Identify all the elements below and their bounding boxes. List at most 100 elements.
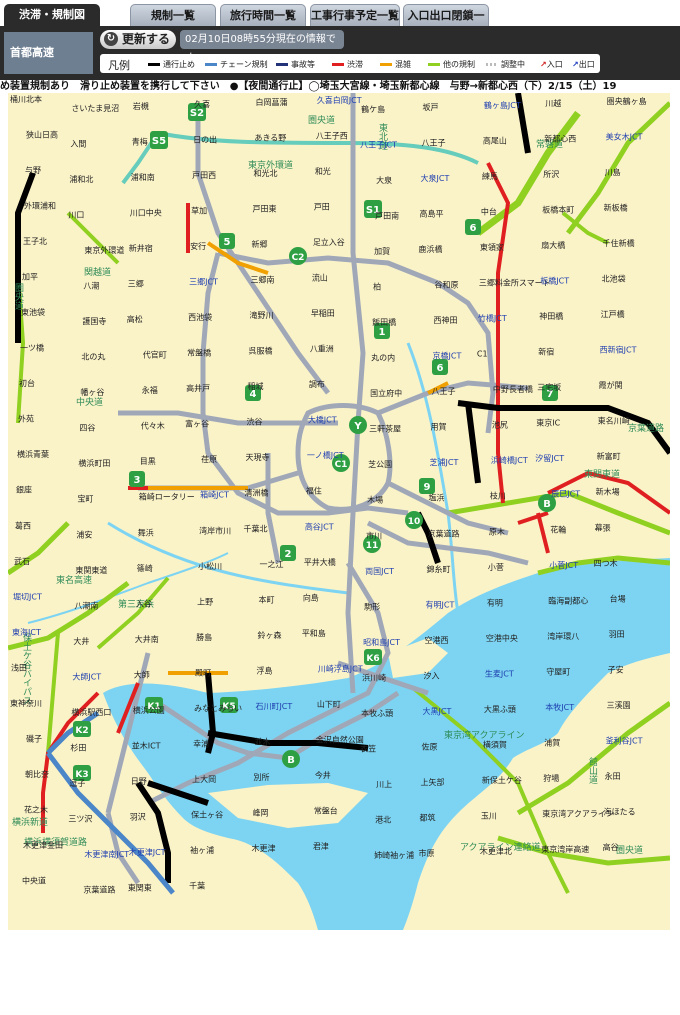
place-label: 千葉北 (243, 523, 267, 533)
place-label: 常盤台 (314, 805, 338, 815)
tab-construction-schedule[interactable]: 工事行事予定一覧 (310, 4, 400, 26)
route-badges: S2 S5 S1 5 C2 6 1 4 6 7 3 Y C1 9 10 B 2 … (73, 103, 558, 781)
route-badge[interactable]: 11 (363, 535, 381, 553)
place-label: 木更津南JCT (84, 849, 129, 859)
place-label: 峰岡 (252, 807, 268, 817)
place-label: 小松川 (198, 561, 222, 571)
route-badge[interactable]: S5 (150, 131, 168, 149)
line-label: 圏央道 (616, 844, 643, 856)
place-label: 東池袋 (21, 307, 45, 317)
route-badge[interactable]: K2 (73, 721, 91, 737)
place-label: 圏央鶴ヶ島 (607, 96, 647, 106)
place-label: 上大岡 (192, 774, 216, 784)
place-label: 木更津 (251, 843, 275, 853)
place-label: 平和島 (302, 628, 326, 638)
region-selector[interactable]: 首都高速 (4, 32, 93, 74)
place-label: 台場 (610, 593, 626, 603)
place-label: 調布 (309, 379, 325, 389)
place-label: 四谷 (79, 424, 95, 433)
tab-regulation-list[interactable]: 規制一覧 (130, 4, 216, 26)
place-label: 横浜公園 (133, 705, 165, 715)
place-label: 八重洲 (310, 344, 334, 354)
place-label: 殿町 (195, 668, 211, 677)
place-label: 大黒JCT (423, 706, 452, 716)
route-badge[interactable]: C1 (332, 454, 350, 472)
place-label: 浜崎橋JCT (491, 455, 528, 465)
legend-accident: 事故等 (276, 59, 315, 70)
place-label: 浦和北 (69, 174, 93, 184)
route-badge[interactable]: 4 (245, 385, 261, 401)
route-badge[interactable]: C2 (289, 247, 307, 265)
place-label: 大黒ふ頭 (484, 704, 516, 714)
route-badge[interactable]: 7 (542, 385, 558, 401)
place-label: 鹿浜橋 (419, 244, 443, 254)
place-label: 三郷 (128, 280, 144, 289)
route-badge[interactable]: S2 (188, 103, 206, 121)
line-label: 第三京浜 (118, 598, 154, 610)
route-badge[interactable]: 6 (432, 359, 448, 375)
place-label: 花輪 (550, 524, 566, 534)
line-label: 横浜横須賀道路 (24, 836, 87, 848)
place-label: 練馬 (482, 171, 498, 181)
closure-segments (15, 93, 670, 883)
place-label: 横浜青葉 (17, 449, 49, 459)
route-badge[interactable]: 3 (129, 471, 145, 487)
place-label: 浦賀 (544, 737, 560, 747)
place-label: 高井戸 (186, 383, 210, 393)
place-label: 枝川 (490, 491, 506, 501)
place-label: 和光北 (253, 168, 277, 178)
legend-swatch (428, 63, 440, 66)
expressway-map[interactable]: S2 S5 S1 5 C2 6 1 4 6 7 3 Y C1 9 10 B 2 … (8, 93, 670, 930)
route-badge[interactable]: Y (349, 416, 367, 434)
place-label: 湾岸市川 (199, 525, 231, 535)
place-label: 海ほたる (604, 806, 636, 816)
update-button[interactable]: ↻ 更新する (100, 30, 176, 49)
place-label: 加賀 (374, 246, 390, 256)
line-label: 関越道 (84, 266, 111, 278)
route-badge[interactable]: 10 (405, 511, 423, 529)
place-label: 一之江 (259, 559, 283, 569)
route-badge[interactable]: K3 (73, 765, 91, 781)
ticker-text: め装置規制あり 滑り止め装置を携行して下さい ●【夜間通行止】◯埼玉大宮線・埼玉… (0, 81, 617, 92)
line-label: 横浜新道 (12, 816, 48, 828)
place-label: 幸浦 (193, 738, 209, 748)
route-badge[interactable]: 5 (219, 233, 235, 249)
place-label: 王子北 (23, 237, 47, 246)
route-badge[interactable]: 9 (419, 478, 435, 494)
place-label: 市原 (419, 848, 435, 858)
place-label: 大師JCT (72, 671, 101, 681)
place-label: 三郷JCT (189, 278, 218, 287)
ken-o-expressway (566, 101, 670, 235)
route-badge[interactable]: B (538, 494, 556, 512)
route-badge[interactable]: S1 (364, 200, 382, 218)
place-label: 高島平 (420, 209, 444, 219)
place-label: 港北 (375, 814, 391, 824)
joban-expressway (561, 211, 609, 245)
place-label: 三溪園 (607, 700, 631, 710)
route-badge[interactable]: 1 (374, 323, 390, 339)
place-label: 所沢 (543, 169, 559, 179)
reclaimed-land (388, 638, 448, 678)
route-badge[interactable]: K5 (220, 697, 238, 713)
route-badge[interactable]: K1 (145, 697, 163, 713)
route-badge[interactable]: 6 (465, 219, 481, 235)
place-label: 呉服橋 (248, 346, 272, 356)
place-label: 浦和南 (131, 172, 155, 182)
tab-travel-time-list[interactable]: 旅行時間一覧 (220, 4, 306, 26)
place-label: 本牧ふ頭 (361, 708, 393, 718)
place-label: 東関東道 (75, 565, 107, 575)
place-label: 鈴ヶ森 (257, 630, 281, 640)
place-label: 昭和島JCT (363, 637, 400, 647)
route-badge[interactable]: B (282, 750, 300, 768)
place-label: 稲城 (247, 381, 263, 391)
place-label: 初台 (19, 378, 35, 388)
tab-congestion-map[interactable]: 渋滞・規制図 (4, 4, 100, 26)
svg-text:11: 11 (366, 541, 379, 551)
tab-entrance-exit-closure[interactable]: 入口出口閉鎖一覧 (403, 4, 489, 44)
place-label: 八王子西 (316, 132, 348, 141)
route-badge[interactable]: 2 (280, 545, 296, 561)
place-label: 八潮 (83, 281, 99, 291)
place-label: 高谷 (603, 842, 619, 852)
place-label: 北の丸 (81, 352, 105, 362)
route-badge[interactable]: K6 (364, 649, 382, 665)
